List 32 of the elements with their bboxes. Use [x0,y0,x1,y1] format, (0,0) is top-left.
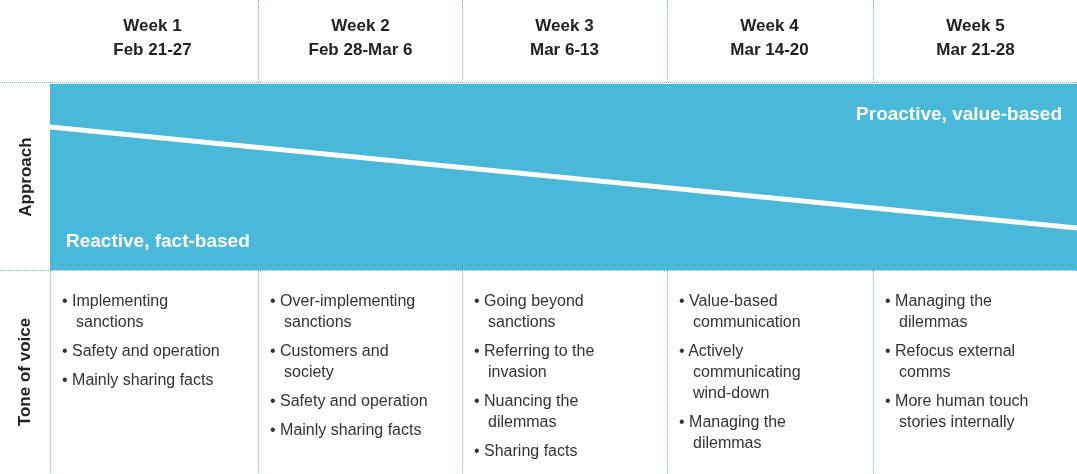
date-range: Mar 21-28 [936,39,1015,61]
band-text: Reactive, fact-based [66,230,250,252]
bullet-item: • Actively communicating wind-down [679,341,802,403]
bullet-item: • Customers and society [270,341,390,382]
week-heading: Week 4 [740,15,799,37]
bullet-item: • Over-implementing sanctions [270,291,417,332]
date-range: Mar 14-20 [730,39,809,61]
bullet-item: • Referring to the invasion [474,341,596,382]
band-text: Proactive, value-based [856,103,1062,125]
bullet-item: • Refocus external comms [885,341,1017,382]
bullet-item: • Safety and operation [270,391,429,411]
date-range: Feb 28-Mar 6 [308,39,413,61]
date-range: Mar 6-13 [530,39,599,61]
date-range: Feb 21-27 [113,39,192,61]
bullet-item: • Value-based communication [679,291,802,332]
bullet-item: • Sharing facts [474,441,579,461]
row-heading: Tone of voice [15,317,36,427]
bullet-item: • Going beyond sanctions [474,291,585,332]
bullet-item: • Implementing sanctions [62,291,170,332]
bullet-item: • Managing the dilemmas [679,412,787,453]
bullet-item: • More human touch stories internally [885,391,1030,432]
week-heading: Week 5 [946,15,1005,37]
approach-band [50,84,1077,270]
week-heading: Week 2 [331,15,390,37]
bullet-item: • Mainly sharing facts [62,370,215,390]
bullet-item: • Mainly sharing facts [270,420,423,440]
week-heading: Week 1 [123,15,182,37]
bullet-item: • Safety and operation [62,341,221,361]
bullet-item: • Nuancing the dilemmas [474,391,580,432]
row-heading: Approach [15,137,36,217]
bullet-item: • Managing the dilemmas [885,291,993,332]
week-heading: Week 3 [535,15,594,37]
